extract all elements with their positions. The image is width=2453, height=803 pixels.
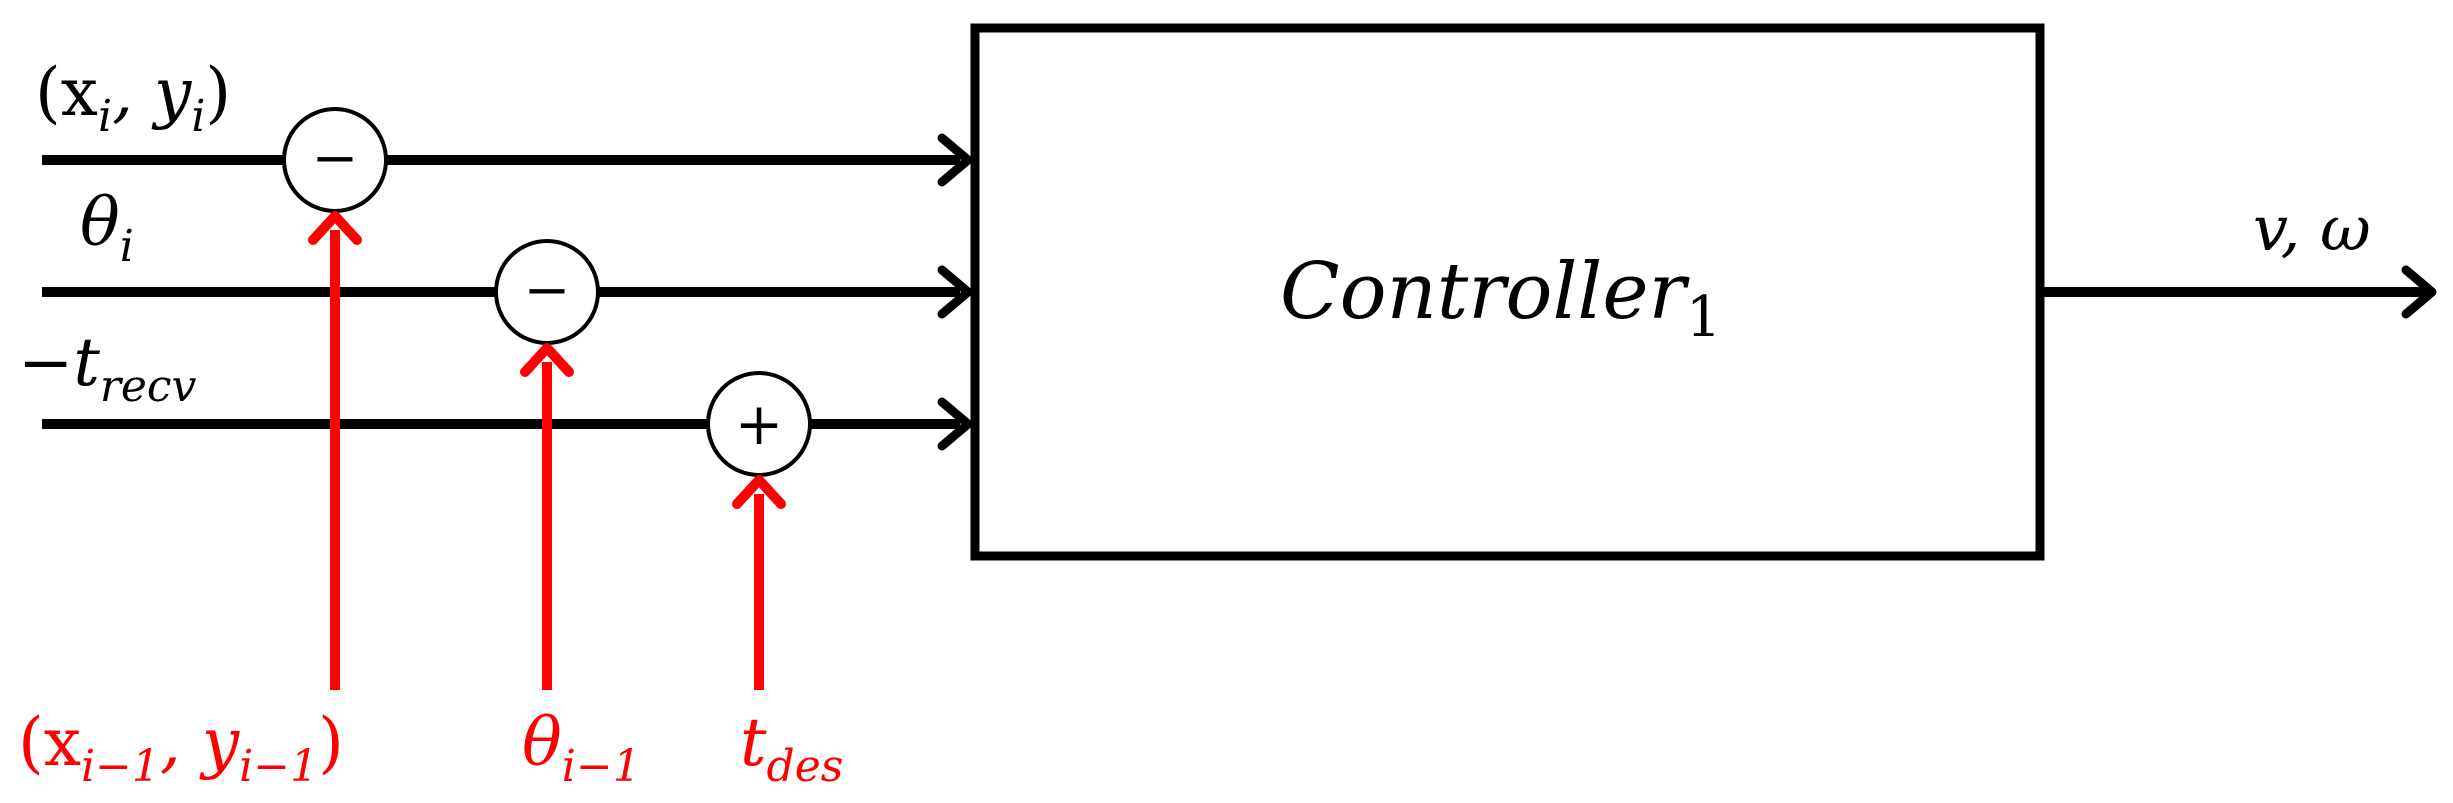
- input-label-position: (xi, yi): [35, 54, 231, 142]
- heading-junction-symbol: −: [524, 258, 571, 323]
- reference-arrowhead-position: [308, 211, 362, 245]
- arrowhead-position: [937, 133, 973, 187]
- input-label-heading: θi: [80, 184, 134, 272]
- reference-arrowhead-heading: [520, 343, 574, 377]
- output-label: v, ω: [2253, 192, 2371, 265]
- arrowhead-heading: [937, 265, 973, 319]
- input-line-time: [42, 397, 973, 451]
- reference-arrowhead-time: [732, 475, 786, 509]
- input-line-position: [42, 133, 973, 187]
- time-junction-symbol: +: [735, 390, 784, 458]
- reference-arrow-heading: [520, 343, 574, 690]
- heading-junction: −: [494, 239, 600, 345]
- position-junction: −: [282, 107, 388, 213]
- input-label-time: −trecv: [18, 324, 197, 412]
- arrowhead-time: [937, 397, 973, 451]
- position-junction-symbol: −: [312, 126, 359, 191]
- reference-label-heading: θi−1: [522, 704, 641, 792]
- reference-arrow-time: [732, 475, 786, 690]
- reference-label-time: tdes: [740, 704, 843, 792]
- output-line: [2040, 265, 2437, 319]
- controller-label: Controller1: [1280, 247, 1721, 350]
- reference-arrow-position: [308, 211, 362, 690]
- arrowhead-output: [2401, 265, 2437, 319]
- reference-label-position: (xi−1, yi−1): [18, 704, 344, 792]
- input-line-heading: [42, 265, 973, 319]
- time-junction: +: [706, 371, 812, 477]
